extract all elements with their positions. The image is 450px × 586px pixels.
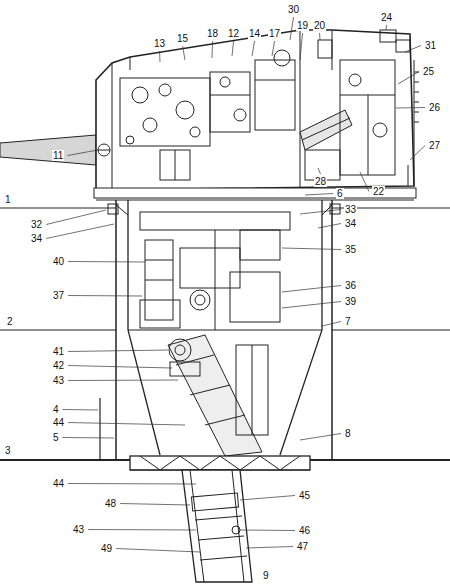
callout-number: 36 [344,280,357,291]
callout-number: 39 [344,296,357,307]
callout-number: 9 [262,570,270,581]
callout-number: 19 [296,20,309,31]
callout-number: 48 [104,498,117,509]
leader-line [159,51,160,62]
leader-line [300,434,341,441]
callout-number: 32 [30,219,43,230]
callout-number: 13 [153,38,166,49]
leader-line [282,286,341,293]
callout-number: 42 [52,360,65,371]
callout-number: 25 [422,66,435,77]
leader-line [212,41,214,58]
callout-number: 44 [52,478,65,489]
leader-line [240,496,295,501]
leader-line [405,46,421,53]
callout-number: 35 [344,244,357,255]
barbette [108,200,340,460]
leader-line [318,168,321,174]
leader-line [120,504,190,506]
callout-number: 14 [248,28,261,39]
callout-number: 40 [52,256,65,267]
callout-number: 37 [52,290,65,301]
callout-number: 3 [4,445,12,456]
leader-line [252,41,255,56]
callout-number: 2 [6,316,14,327]
leader-line [67,150,98,156]
leader-line [322,322,341,327]
leader-line [398,72,419,85]
leader-line [232,41,234,56]
deck-lines [0,208,450,460]
leader-line [305,194,333,196]
leader-line [410,146,425,161]
callout-number: 12 [227,28,240,39]
callout-number: 20 [313,20,326,31]
callout-number: 46 [298,525,311,536]
leader-line [300,33,303,60]
callout-number: 26 [428,102,441,113]
callout-number: 4 [52,404,60,415]
callout-number: 22 [372,186,385,197]
leader-line [68,295,142,297]
leader-line [68,380,178,382]
callout-number: 47 [296,541,309,552]
callout-number: 44 [52,417,65,428]
leader-line [396,107,425,109]
callout-number: 28 [314,176,327,187]
callout-number: 49 [100,543,113,554]
leader-line [68,483,196,485]
callout-number: 24 [380,12,393,23]
leader-line [46,210,106,225]
callout-number: 43 [52,375,65,386]
callout-number: 6 [336,188,344,199]
gun-barrel [0,135,96,165]
leader-line [360,172,369,192]
callout-number: 31 [424,40,437,51]
leader-line [68,261,145,263]
leader-line [319,33,320,40]
callout-number: 34 [30,233,43,244]
leader-line [240,530,295,532]
leader-line [318,224,341,229]
leader-line [282,248,341,250]
leader-line [63,437,114,439]
callout-number: 30 [287,4,300,15]
leader-line [116,549,200,553]
leader-line [68,423,185,426]
leader-line [246,547,293,549]
leader-line [46,224,114,239]
callout-number: 1 [4,194,12,205]
turret-house [94,30,419,200]
lower-hoist [130,456,310,582]
leader-line [272,41,275,56]
callout-number: 15 [176,33,189,44]
leader-line [63,409,98,411]
callout-number: 8 [344,428,352,439]
leader-line [290,17,294,40]
leader-line [386,25,388,30]
callout-number: 5 [52,432,60,443]
leader-line [68,350,168,352]
leader-line [68,366,172,369]
callout-number: 34 [344,218,357,229]
callout-number: 43 [72,524,85,535]
callout-number: 41 [52,346,65,357]
leader-line [282,302,341,309]
callout-number: 7 [344,316,352,327]
leader-line [183,46,185,60]
callout-number: 33 [344,204,357,215]
callout-number: 18 [206,28,219,39]
callout-number: 17 [268,28,281,39]
callout-number: 11 [52,150,64,161]
leader-line [300,210,341,215]
chamber-machinery [140,212,290,456]
callout-number: 27 [428,140,441,151]
leader-line [88,529,196,531]
callout-number: 45 [298,490,311,501]
ladder-rungs [414,72,419,122]
